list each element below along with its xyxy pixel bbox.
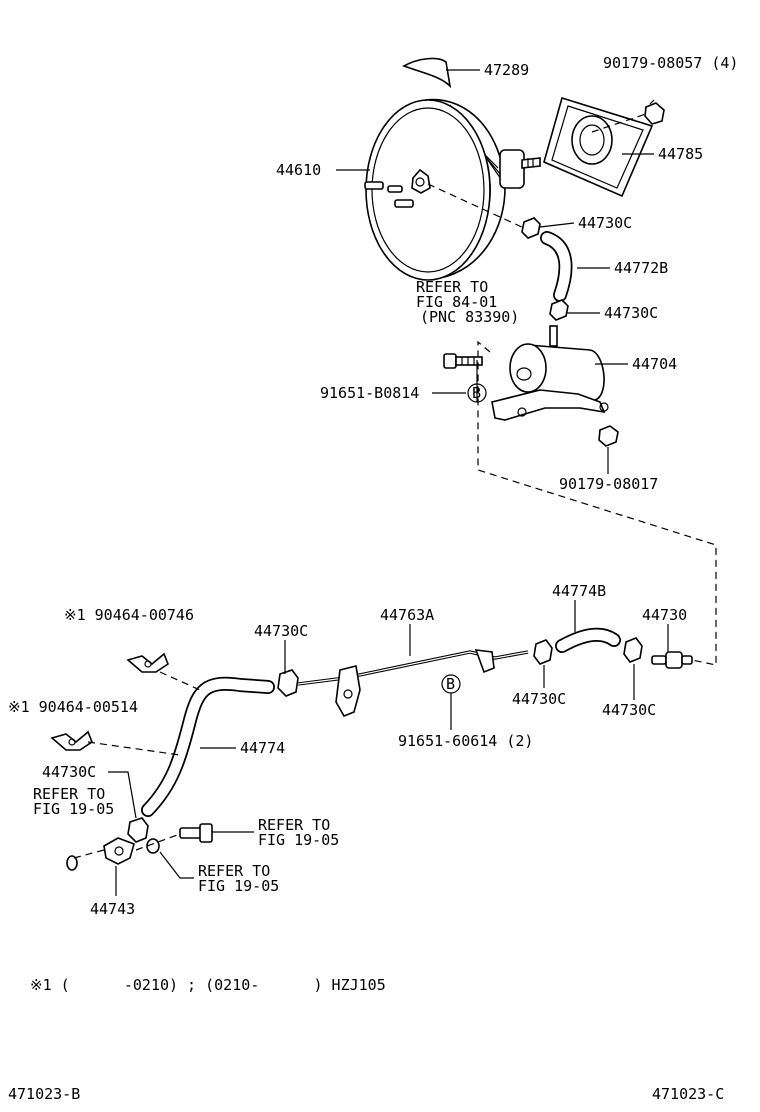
marker-b-lower: B bbox=[441, 674, 461, 694]
vacuum-tank-44704[interactable] bbox=[491, 325, 609, 421]
vacuum-hose-44772b[interactable] bbox=[540, 231, 573, 302]
label-refer-fig19-b-line2: FIG 19-05 bbox=[258, 831, 339, 849]
nut-90179-08057[interactable] bbox=[644, 99, 665, 125]
brake-booster-44610[interactable] bbox=[364, 98, 541, 281]
label-44785: 44785 bbox=[658, 145, 703, 163]
check-valve-44730[interactable] bbox=[651, 651, 693, 669]
label-44774b: 44774B bbox=[552, 582, 606, 600]
nut-90179-08017[interactable] bbox=[598, 425, 619, 447]
label-44730c-hose: 44730C bbox=[42, 763, 96, 781]
leader-lines bbox=[108, 69, 669, 896]
hose-clamp-44730c-top[interactable] bbox=[521, 217, 541, 239]
label-44730c-center: 44730C bbox=[512, 690, 566, 708]
label-44704: 44704 bbox=[632, 355, 677, 373]
bolt-lower[interactable] bbox=[179, 823, 213, 843]
label-44730c-left: 44730C bbox=[254, 622, 308, 640]
label-refer-fig84-line1: REFER TO bbox=[416, 278, 488, 296]
label-47289: 47289 bbox=[484, 61, 529, 79]
footnote: ※1 ( -0210) ; (0210- ) HZJ105 bbox=[30, 976, 386, 994]
label-44730c-right: 44730C bbox=[602, 701, 656, 719]
marker-b-lower-label: B bbox=[446, 675, 455, 693]
label-refer-fig84-line3: (PNC 83390) bbox=[420, 308, 519, 326]
label-91651-60614: 91651-60614 (2) bbox=[398, 732, 533, 750]
label-44730c-top: 44730C bbox=[578, 214, 632, 232]
washer-right[interactable] bbox=[146, 838, 160, 854]
mounting-plate-44785[interactable] bbox=[543, 96, 654, 198]
label-90464-00514: ※1 90464-00514 bbox=[8, 698, 138, 716]
label-refer-fig19-b-line1: REFER TO bbox=[258, 816, 330, 834]
hose-clamp-44730c-lower[interactable] bbox=[127, 817, 149, 843]
label-90464-00746: ※1 90464-00746 bbox=[64, 606, 194, 624]
clip-90464-00746[interactable] bbox=[126, 652, 169, 673]
vacuum-hose-44774[interactable] bbox=[141, 676, 275, 817]
hose-clamp-44730c-left[interactable] bbox=[277, 669, 299, 697]
label-44610: 44610 bbox=[276, 161, 321, 179]
gasket-47289[interactable] bbox=[402, 57, 452, 89]
part-labels: 47289 90179-08057 (4) 44785 44610 44730C… bbox=[8, 54, 738, 918]
label-91651-b0814: 91651-B0814 bbox=[320, 384, 419, 402]
label-refer-fig84-line2: FIG 84-01 bbox=[416, 293, 497, 311]
hose-clamp-44730c-right[interactable] bbox=[623, 637, 643, 663]
vacuum-hose-44774b[interactable] bbox=[555, 627, 621, 653]
hose-clamp-44730c-center[interactable] bbox=[533, 639, 553, 665]
label-refer-fig19-a-line2: FIG 19-05 bbox=[33, 800, 114, 818]
washer-left[interactable] bbox=[66, 855, 78, 871]
dashed-connection-lines bbox=[73, 113, 717, 859]
footer-code-right: 471023-C bbox=[652, 1085, 724, 1103]
label-44730: 44730 bbox=[642, 606, 687, 624]
clip-90464-00514[interactable] bbox=[50, 730, 93, 751]
label-44743: 44743 bbox=[90, 900, 135, 918]
vacuum-pipe-44763a[interactable] bbox=[297, 649, 529, 718]
booster-studs bbox=[364, 181, 414, 208]
bolt-91651-b0814[interactable] bbox=[443, 353, 483, 369]
label-refer-fig19-a-line1: REFER TO bbox=[33, 785, 105, 803]
bracket-44743[interactable] bbox=[103, 837, 135, 865]
footer-code-left: 471023-B bbox=[8, 1085, 80, 1103]
hose-clamp-44730c-mid[interactable] bbox=[549, 299, 569, 321]
label-44730c-mid: 44730C bbox=[604, 304, 658, 322]
label-90179-08017: 90179-08017 bbox=[559, 475, 658, 493]
label-90179-08057: 90179-08057 (4) bbox=[603, 54, 738, 72]
label-44774: 44774 bbox=[240, 739, 285, 757]
label-refer-fig19-c-line2: FIG 19-05 bbox=[198, 877, 279, 895]
label-44763a: 44763A bbox=[380, 606, 434, 624]
label-refer-fig19-c-line1: REFER TO bbox=[198, 862, 270, 880]
label-44772b: 44772B bbox=[614, 259, 668, 277]
